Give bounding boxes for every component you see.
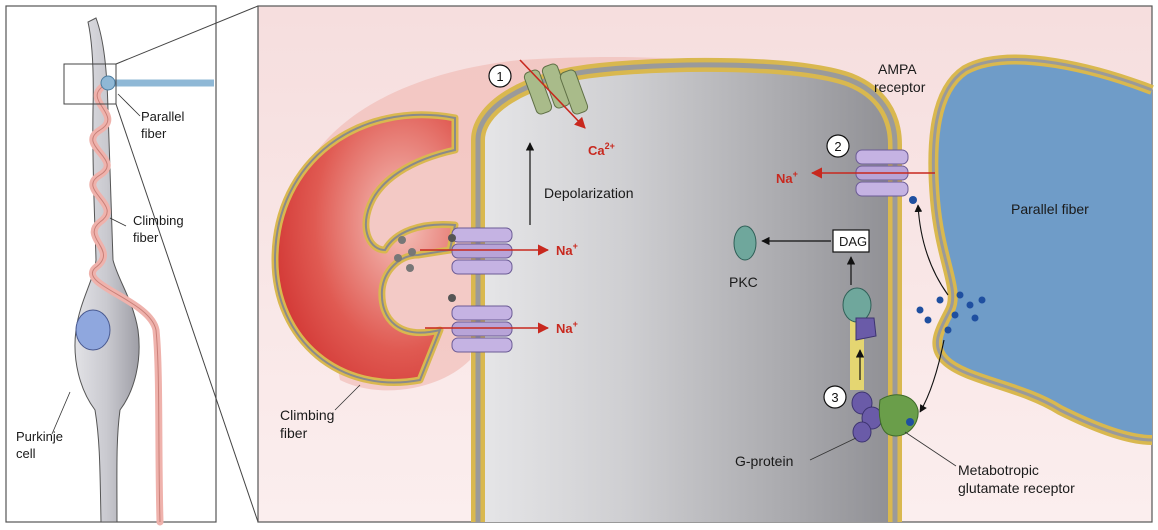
inset-label-climbing-1: Climbing <box>133 213 184 228</box>
step-2-circle <box>826 134 850 158</box>
parallel-fiber-membrane-inner <box>931 58 1153 442</box>
inset-climbing-outline <box>92 84 161 523</box>
ampa-label-1: AMPA <box>878 61 917 77</box>
na-channel-upper <box>451 227 513 275</box>
ampa-label-2: receptor <box>874 79 926 95</box>
dendrite-membrane-inner <box>475 62 898 522</box>
calcium-channel <box>523 63 589 115</box>
vesicle <box>398 236 406 244</box>
inset-spine <box>100 75 116 91</box>
metabotropic-receptor <box>878 394 919 437</box>
inset-panel: Parallel fiber Climbing fiber Purkinje c… <box>5 5 217 526</box>
climbing-fiber-label-2: fiber <box>280 425 308 441</box>
ampa-na-label: Na+ <box>776 169 798 186</box>
inset-label-purkinje-1: Purkinje <box>16 429 63 444</box>
vesicle <box>394 254 402 262</box>
inset-label-parallel-1: Parallel <box>141 109 184 124</box>
dendrite-body <box>478 64 895 522</box>
zoom-box <box>63 63 117 105</box>
purkinje-cell-body <box>74 17 140 523</box>
glutamate-dots <box>916 291 986 334</box>
na-label-upper: Na+ <box>556 241 578 258</box>
step-3-circle <box>823 385 847 409</box>
pkc-shape <box>733 225 757 261</box>
vesicle <box>408 248 416 256</box>
na-channel-lower <box>451 305 513 353</box>
main-panel: 1 2 3 Ca2+ Depolarization Na+ Na+ Na+ AM… <box>257 5 1154 523</box>
inset-label-climbing-2: fiber <box>133 230 159 245</box>
dag-label: DAG <box>839 234 867 249</box>
climbing-fiber-membrane <box>273 113 457 384</box>
pkc-label: PKC <box>729 274 758 290</box>
zoom-line-bottom <box>115 103 259 523</box>
depolarization-label: Depolarization <box>544 185 634 201</box>
g-protein <box>851 391 883 443</box>
g-protein-label: G-protein <box>735 453 793 469</box>
step-1-circle <box>488 64 512 88</box>
calcium-label: Ca2+ <box>588 141 615 158</box>
step-2-number: 2 <box>834 139 841 154</box>
climbing-fiber-label-1: Climbing <box>280 407 334 423</box>
vesicle <box>406 264 414 272</box>
activated-g-protein <box>842 287 872 323</box>
nucleus-shape <box>75 309 111 351</box>
metabotropic-label-2: glutamate receptor <box>958 480 1075 496</box>
metabotropic-label-1: Metabotropic <box>958 462 1039 478</box>
inset-label-purkinje-2: cell <box>16 446 36 461</box>
dag-box <box>832 229 870 253</box>
parallel-fiber-label: Parallel fiber <box>1011 201 1089 217</box>
step-1-number: 1 <box>496 69 503 84</box>
parallel-fiber-terminal <box>933 59 1152 440</box>
glutamate-to-ampa-arrow <box>914 204 949 296</box>
glutamate-to-mglur-arrow <box>919 339 945 413</box>
inset-label-parallel-2: fiber <box>141 126 167 141</box>
na-label-lower: Na+ <box>556 319 578 336</box>
step-3-number: 3 <box>831 390 838 405</box>
zoom-line-top <box>115 5 259 65</box>
calcium-arrow <box>519 59 586 129</box>
